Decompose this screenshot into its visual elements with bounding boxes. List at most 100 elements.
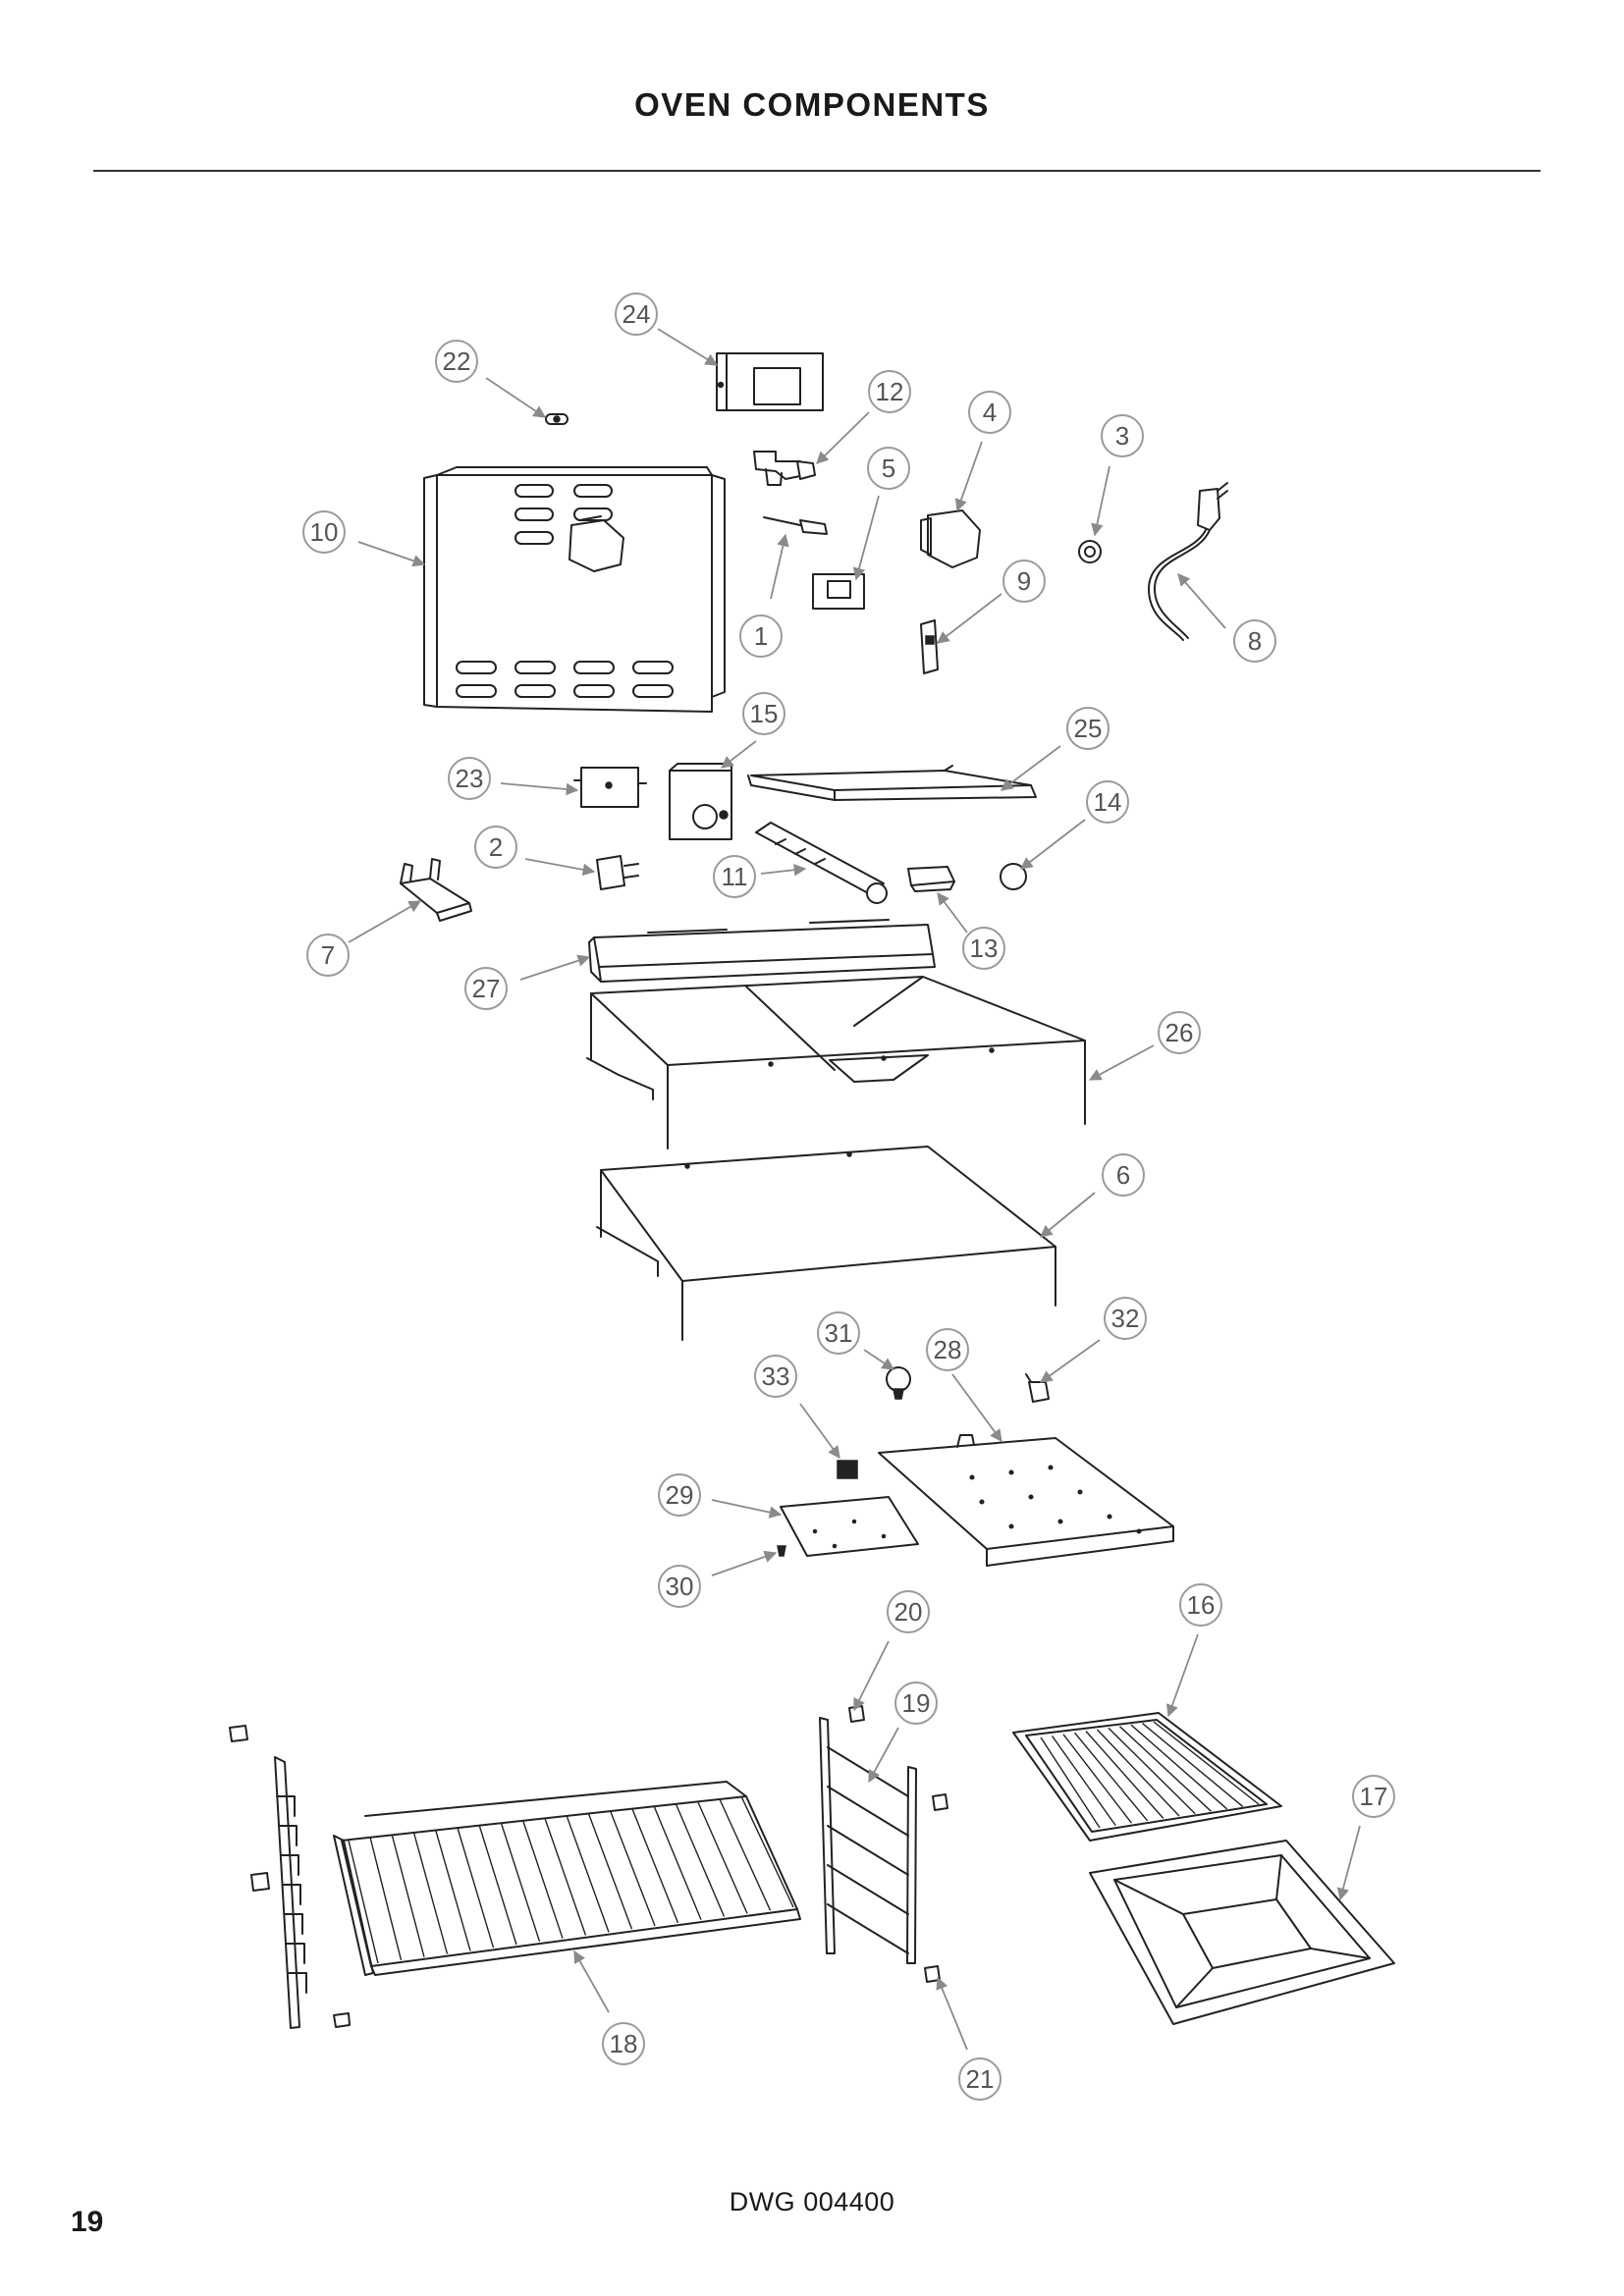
part-door-switch [920, 619, 939, 674]
callout-number: 19 [902, 1688, 931, 1718]
callout-number: 32 [1111, 1304, 1140, 1333]
rack-bar [566, 1815, 610, 1933]
callout-number: 15 [750, 699, 779, 728]
callout-number: 13 [970, 934, 999, 963]
callout-number: 25 [1074, 714, 1103, 743]
callout-23: 23 [448, 757, 491, 800]
rack-bar [653, 1805, 702, 1920]
grill-bar [1051, 1735, 1116, 1827]
callout-8: 8 [1233, 619, 1276, 663]
part-terminal-block [837, 1460, 858, 1479]
grill-bar [1096, 1729, 1180, 1817]
callout-circle [968, 391, 1011, 434]
leader-line [1091, 465, 1110, 537]
callout-number: 33 [762, 1362, 790, 1391]
callout-22: 22 [435, 340, 478, 383]
leader-line [1020, 819, 1086, 870]
callout-25: 25 [1066, 707, 1110, 750]
leader-line [863, 1349, 895, 1370]
part-top-channel [588, 919, 936, 983]
leader-line [1165, 1633, 1199, 1718]
callout-number: 12 [876, 377, 904, 406]
callout-circle [713, 855, 756, 898]
callout-19: 19 [894, 1682, 938, 1725]
callout-number: 11 [722, 862, 748, 891]
leader-line [937, 593, 1002, 644]
rack-bar [522, 1820, 564, 1939]
callout-number: 24 [623, 299, 651, 329]
leader-line [816, 411, 870, 464]
part-roasting-pan [1089, 1840, 1395, 2025]
grill-bar [1119, 1726, 1212, 1812]
callout-number: 29 [666, 1480, 694, 1510]
rack-bar [696, 1800, 748, 1914]
callout-1: 1 [739, 614, 783, 658]
rack-bar [348, 1840, 379, 1964]
rack-bar [631, 1808, 679, 1924]
part-fan-motor [920, 509, 981, 568]
callout-number: 9 [1017, 566, 1031, 596]
callout-circle [306, 934, 350, 977]
part-clip [545, 413, 568, 425]
rack-bar [369, 1838, 403, 1961]
leader-line [657, 328, 719, 366]
leader-lines [348, 328, 1361, 2051]
callout-2: 2 [474, 826, 517, 869]
grill-bar [1085, 1731, 1164, 1819]
callout-circle [887, 1590, 930, 1633]
part-control-housing [716, 352, 824, 411]
callout-6: 6 [1102, 1153, 1145, 1197]
part-side-rack-left [229, 1725, 351, 2029]
callout-circle [739, 614, 783, 658]
callout-circle [1233, 619, 1276, 663]
rack-bar [719, 1798, 772, 1911]
leader-line [524, 858, 596, 877]
leader-line [357, 541, 426, 567]
grill-bar [1142, 1723, 1244, 1807]
leader-line [1039, 1339, 1101, 1383]
callout-number: 31 [825, 1318, 853, 1348]
callout-33: 33 [754, 1355, 797, 1398]
leader-line [573, 1949, 610, 2013]
callout-circle [658, 1473, 701, 1517]
callout-circle [1101, 414, 1144, 457]
part-switch-plate [812, 573, 865, 610]
callout-21: 21 [958, 2057, 1001, 2101]
callout-circle [448, 757, 491, 800]
callout-circle [464, 967, 508, 1010]
callout-5: 5 [867, 447, 910, 490]
part-thermostat-valve [596, 855, 639, 890]
callout-14: 14 [1086, 780, 1129, 824]
rack-bar [478, 1825, 517, 1946]
leader-line [760, 863, 807, 877]
callout-3: 3 [1101, 414, 1144, 457]
callout-circle [474, 826, 517, 869]
rack-bar [587, 1813, 633, 1930]
callout-number: 16 [1187, 1590, 1216, 1620]
leader-line [937, 891, 968, 934]
callout-circle [602, 2022, 645, 2065]
leader-line [485, 377, 547, 418]
callout-16: 16 [1179, 1583, 1222, 1627]
callout-number: 23 [456, 764, 484, 793]
callout-circle [1066, 707, 1110, 750]
page-title: OVEN COMPONENTS [634, 86, 990, 123]
leader-line [721, 740, 757, 769]
callout-circle [435, 340, 478, 383]
part-cap-disc [1000, 863, 1027, 890]
callout-27: 27 [464, 967, 508, 1010]
callout-circle [817, 1311, 860, 1355]
rack-bar [544, 1818, 587, 1936]
leader-line [519, 954, 591, 981]
leader-line [711, 1499, 783, 1519]
rack-bar [675, 1803, 726, 1917]
part-electronics-tray [878, 1434, 1174, 1567]
callout-circle [1002, 560, 1046, 603]
callout-17: 17 [1352, 1775, 1395, 1818]
callout-circle [1104, 1297, 1147, 1340]
page-number: 19 [71, 2206, 104, 2238]
callout-circle [926, 1328, 969, 1371]
part-side-rack-right [819, 1717, 917, 1964]
callout-12: 12 [868, 370, 911, 413]
part-bracket [753, 451, 816, 486]
